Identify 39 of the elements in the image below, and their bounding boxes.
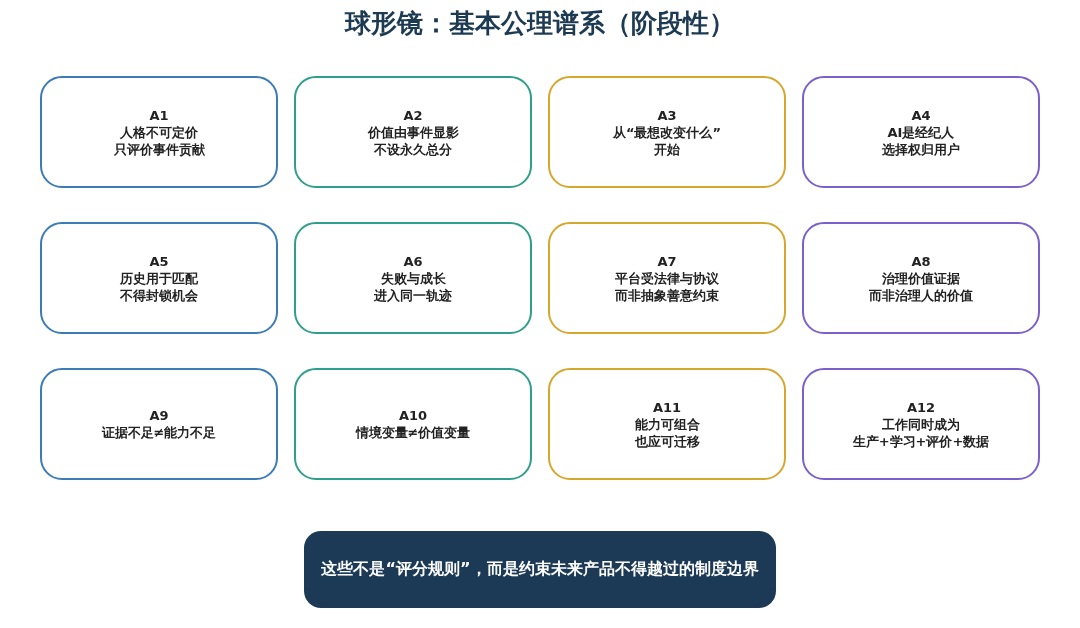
axiom-number: A9 <box>149 407 169 424</box>
note-banner <box>304 531 776 608</box>
axiom-number: A6 <box>403 252 423 270</box>
axiom-card <box>548 368 786 480</box>
axiom-card <box>802 222 1040 334</box>
title: 球形镜：基本公理谱系（阶段性） <box>343 7 736 40</box>
banner-text: 这些不是“评分规则”，而是约束未来产品不得越过的制度边界 <box>321 559 759 580</box>
axiom-card <box>548 222 786 334</box>
axiom-text: 失败与成长进入同一轨迹 <box>374 269 452 304</box>
axiom-card <box>802 76 1040 188</box>
axiom-card <box>40 222 278 334</box>
axiom-number: A7 <box>657 252 677 270</box>
axiom-card <box>40 76 278 188</box>
axiom-number: A1 <box>149 106 169 124</box>
axiom-number: A2 <box>403 106 423 124</box>
axiom-text: 治理价值证据而非治理人的价值 <box>869 269 973 304</box>
axiom-text: 价值由事件显影不设永久总分 <box>367 123 459 158</box>
axiom-card <box>294 222 532 334</box>
axiom-text: 情境变量≠价值变量 <box>355 424 471 441</box>
axiom-number: A3 <box>657 106 677 124</box>
axiom-text: 历史用于匹配不得封锁机会 <box>120 269 198 304</box>
axiom-number: A4 <box>911 106 931 124</box>
axiom-number: A11 <box>652 398 682 416</box>
axiom-text: 证据不足≠能力不足 <box>101 424 217 441</box>
axiom-text: 工作同时成为生产+学习+评价+数据 <box>852 415 990 450</box>
axiom-text: 人格不可定价只评价事件贡献 <box>113 123 205 158</box>
axiom-text: 从“最想改变什么”开始 <box>612 123 722 158</box>
axiom-text: 能力可组合也应可迁移 <box>634 415 700 450</box>
axiom-card <box>548 76 786 188</box>
axiom-number: A5 <box>149 252 169 270</box>
axiom-card <box>294 76 532 188</box>
axiom-card <box>802 368 1040 480</box>
axiom-card <box>40 368 278 480</box>
axiom-number: A10 <box>398 407 428 424</box>
axiom-number: A8 <box>911 252 931 270</box>
axiom-text: 平台受法律与协议而非抽象善意约束 <box>615 269 719 304</box>
axiom-number: A12 <box>906 398 936 416</box>
axiom-card <box>294 368 532 480</box>
axiom-text: AI是经纪人选择权归用户 <box>882 123 960 158</box>
